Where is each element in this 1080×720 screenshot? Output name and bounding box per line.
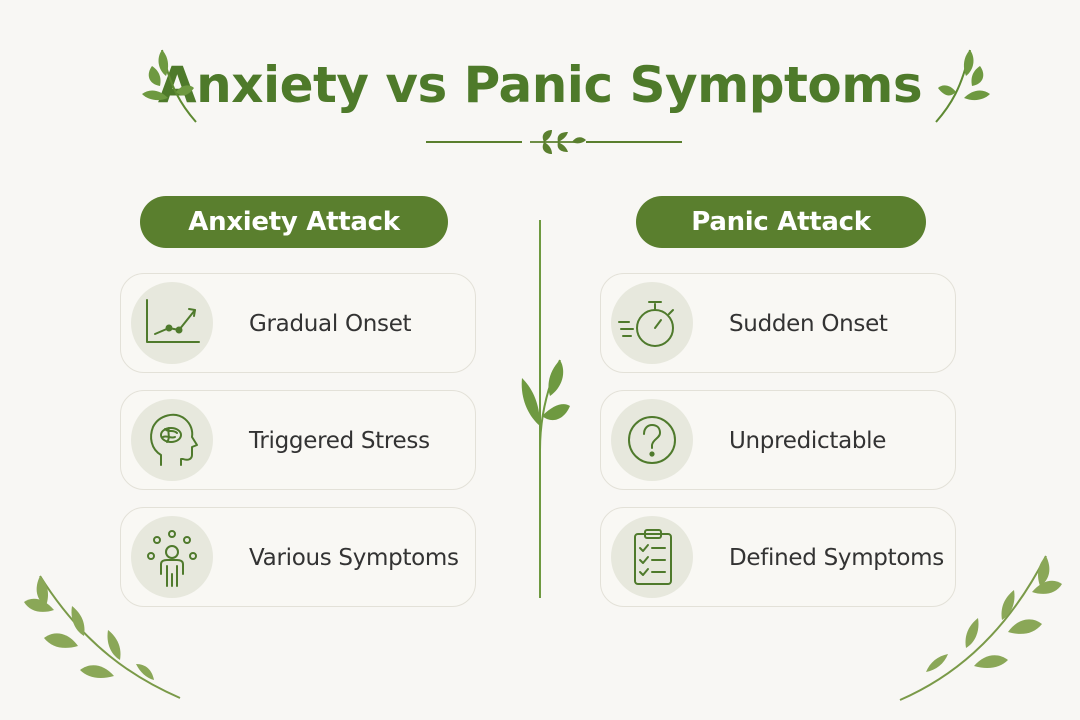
page-title: Anxiety vs Panic Symptoms	[157, 56, 923, 114]
icon-container	[131, 282, 213, 364]
icon-container	[131, 399, 213, 481]
list-item: Defined Symptoms	[600, 507, 956, 607]
clipboard-checklist-icon	[634, 529, 672, 585]
leaf-branch-icon	[899, 555, 1062, 701]
item-label: Triggered Stress	[249, 428, 430, 454]
item-label: Sudden Onset	[729, 311, 888, 337]
center-divider	[521, 220, 570, 598]
stopwatch-icon	[618, 301, 674, 347]
title-divider	[426, 130, 682, 154]
item-label: Defined Symptoms	[729, 545, 944, 571]
rising-line-chart-icon	[146, 299, 200, 343]
item-label: Unpredictable	[729, 428, 887, 454]
anxiety-attack-heading: Anxiety Attack	[140, 196, 448, 248]
panic-attack-heading: Panic Attack	[636, 196, 926, 248]
person-with-dots-icon	[147, 530, 197, 587]
head-with-brain-icon	[150, 413, 198, 466]
list-item: Gradual Onset	[120, 273, 476, 373]
list-item: Sudden Onset	[600, 273, 956, 373]
leaf-sprig-icon	[142, 49, 197, 123]
list-item: Various Symptoms	[120, 507, 476, 607]
list-item: Triggered Stress	[120, 390, 476, 490]
item-label: Gradual Onset	[249, 311, 412, 337]
icon-container	[611, 399, 693, 481]
icon-container	[611, 516, 693, 598]
item-label: Various Symptoms	[249, 545, 459, 571]
leaf-branch-icon	[24, 575, 181, 699]
icon-container	[131, 516, 213, 598]
question-mark-icon	[628, 416, 676, 464]
list-item: Unpredictable	[600, 390, 956, 490]
leaf-sprig-icon	[935, 49, 990, 123]
icon-container	[611, 282, 693, 364]
